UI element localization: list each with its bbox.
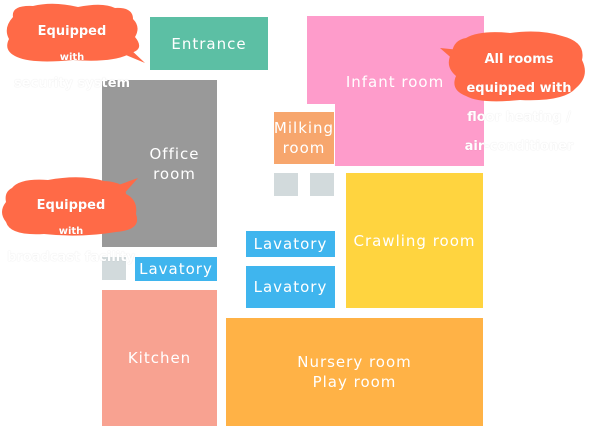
room-lavatory-left: Lavatory bbox=[135, 257, 217, 281]
room-lavatory-mid-top: Lavatory bbox=[246, 231, 335, 257]
room-kitchen: Kitchen bbox=[102, 290, 217, 426]
callout-heating-line1: All rooms bbox=[484, 51, 554, 67]
callout-broadcast-line2: broadcast facility bbox=[7, 250, 135, 265]
room-entrance: Entrance bbox=[150, 17, 268, 70]
room-lavatory-mid-top-label: Lavatory bbox=[253, 235, 328, 253]
callout-heating-line4: air-conditioner bbox=[464, 138, 574, 154]
callout-security-with: with bbox=[59, 52, 85, 63]
callout-bubble-security bbox=[6, 3, 145, 63]
room-office-label: Office room bbox=[149, 144, 200, 183]
callout-heating-text: All rooms equipped with floor heating / … bbox=[455, 38, 583, 169]
small-square bbox=[310, 173, 334, 196]
callout-security-text: Equipped with security system bbox=[8, 11, 136, 105]
room-infant: Infant room bbox=[335, 62, 455, 102]
callout-security-line2: security system bbox=[13, 76, 131, 91]
room-nursery-label: Nursery room Play room bbox=[297, 353, 412, 391]
small-square bbox=[274, 173, 298, 196]
callout-broadcast-line1: Equipped bbox=[36, 198, 106, 213]
room-lavatory-mid-bottom-label: Lavatory bbox=[253, 278, 328, 296]
callout-security-line1: Equipped bbox=[37, 24, 107, 39]
room-lavatory-left-label: Lavatory bbox=[139, 260, 213, 278]
room-crawling: Crawling room bbox=[346, 173, 483, 308]
callout-bubble-broadcast bbox=[2, 177, 138, 236]
room-infant-label: Infant room bbox=[345, 73, 445, 91]
room-crawling-label: Crawling room bbox=[353, 231, 476, 250]
room-milking: Milking room bbox=[274, 112, 334, 164]
room-nursery: Nursery room Play room bbox=[226, 318, 483, 426]
room-entrance-label: Entrance bbox=[171, 34, 247, 53]
callout-broadcast-text: Equipped with broadcast facility bbox=[2, 185, 140, 279]
small-square bbox=[102, 257, 126, 280]
callout-broadcast-with: with bbox=[58, 226, 84, 237]
callout-heating-line2: equipped with bbox=[466, 80, 572, 96]
room-lavatory-mid-bottom: Lavatory bbox=[246, 266, 335, 308]
callout-heating-line3: floor heating / bbox=[467, 109, 571, 125]
room-infant-shape bbox=[307, 16, 484, 166]
callout-bubble-heating bbox=[440, 31, 585, 102]
room-milking-label: Milking room bbox=[273, 119, 335, 157]
room-kitchen-label: Kitchen bbox=[127, 349, 192, 367]
